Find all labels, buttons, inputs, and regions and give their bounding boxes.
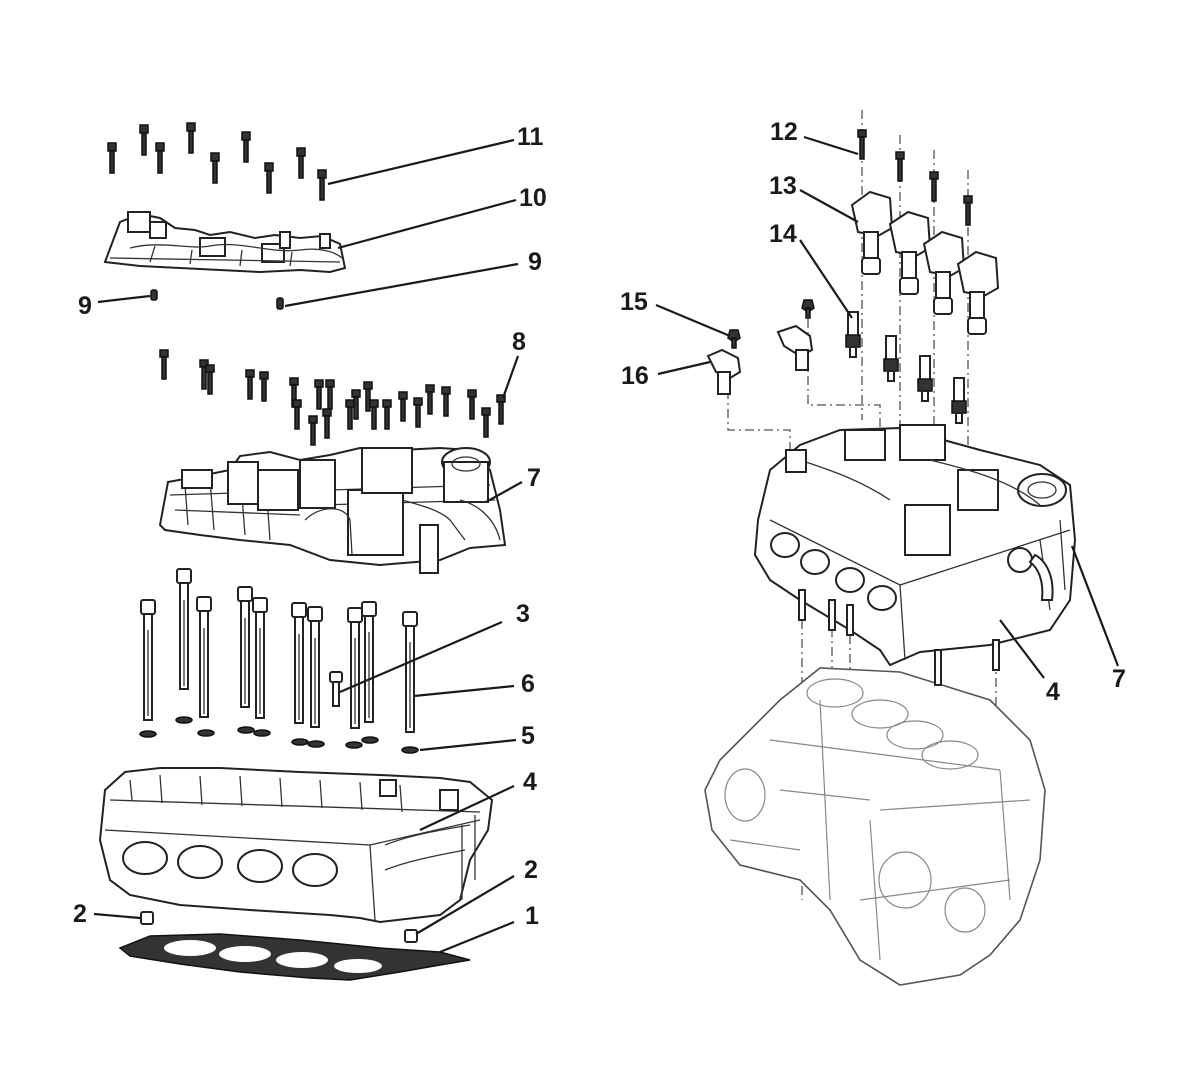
callout-8: 8 — [512, 328, 526, 356]
callout-13: 13 — [769, 172, 797, 200]
callout-labels: 11 10 9 9 8 7 3 6 5 4 2 2 1 12 13 14 15 … — [73, 118, 1126, 930]
callout-12: 12 — [770, 118, 798, 146]
valve-cover — [103, 211, 347, 274]
sensor-bolts — [727, 299, 815, 349]
ignition-coils — [850, 190, 1000, 335]
callout-7-left: 7 — [527, 464, 541, 492]
head-bolts — [140, 568, 418, 733]
callout-14: 14 — [769, 220, 797, 248]
head-gasket — [118, 933, 471, 981]
callout-5: 5 — [521, 722, 535, 750]
callout-9-left: 9 — [78, 292, 92, 320]
callout-7-right: 7 — [1112, 665, 1126, 693]
cylinder-head — [98, 767, 494, 924]
coil-bolts — [857, 129, 973, 226]
seal-pins — [150, 289, 284, 310]
leader-lines — [93, 135, 1120, 954]
callout-3: 3 — [516, 600, 530, 628]
callout-16: 16 — [621, 362, 649, 390]
short-bolt — [329, 671, 343, 707]
assembled-cylinder-head — [753, 424, 1077, 667]
callout-1: 1 — [525, 902, 539, 930]
callout-15: 15 — [620, 288, 648, 316]
callout-6: 6 — [521, 670, 535, 698]
manifold-bolts — [159, 349, 506, 446]
spark-plugs — [845, 311, 967, 424]
head-stud-ends — [798, 589, 1000, 686]
callout-4-right: 4 — [1046, 678, 1060, 706]
callout-2-right: 2 — [524, 856, 538, 884]
dowel-pins — [140, 911, 418, 943]
cover-bolts — [107, 122, 327, 201]
camshaft-housing — [158, 446, 507, 574]
camshaft-sensors — [706, 324, 814, 395]
callout-10: 10 — [519, 184, 547, 212]
callout-11: 11 — [517, 123, 544, 151]
callout-4-left: 4 — [523, 768, 537, 796]
callout-9-right: 9 — [528, 248, 542, 276]
callout-2-left: 2 — [73, 900, 87, 928]
head-bolt-washers — [139, 716, 419, 754]
engine-block — [704, 667, 1046, 986]
